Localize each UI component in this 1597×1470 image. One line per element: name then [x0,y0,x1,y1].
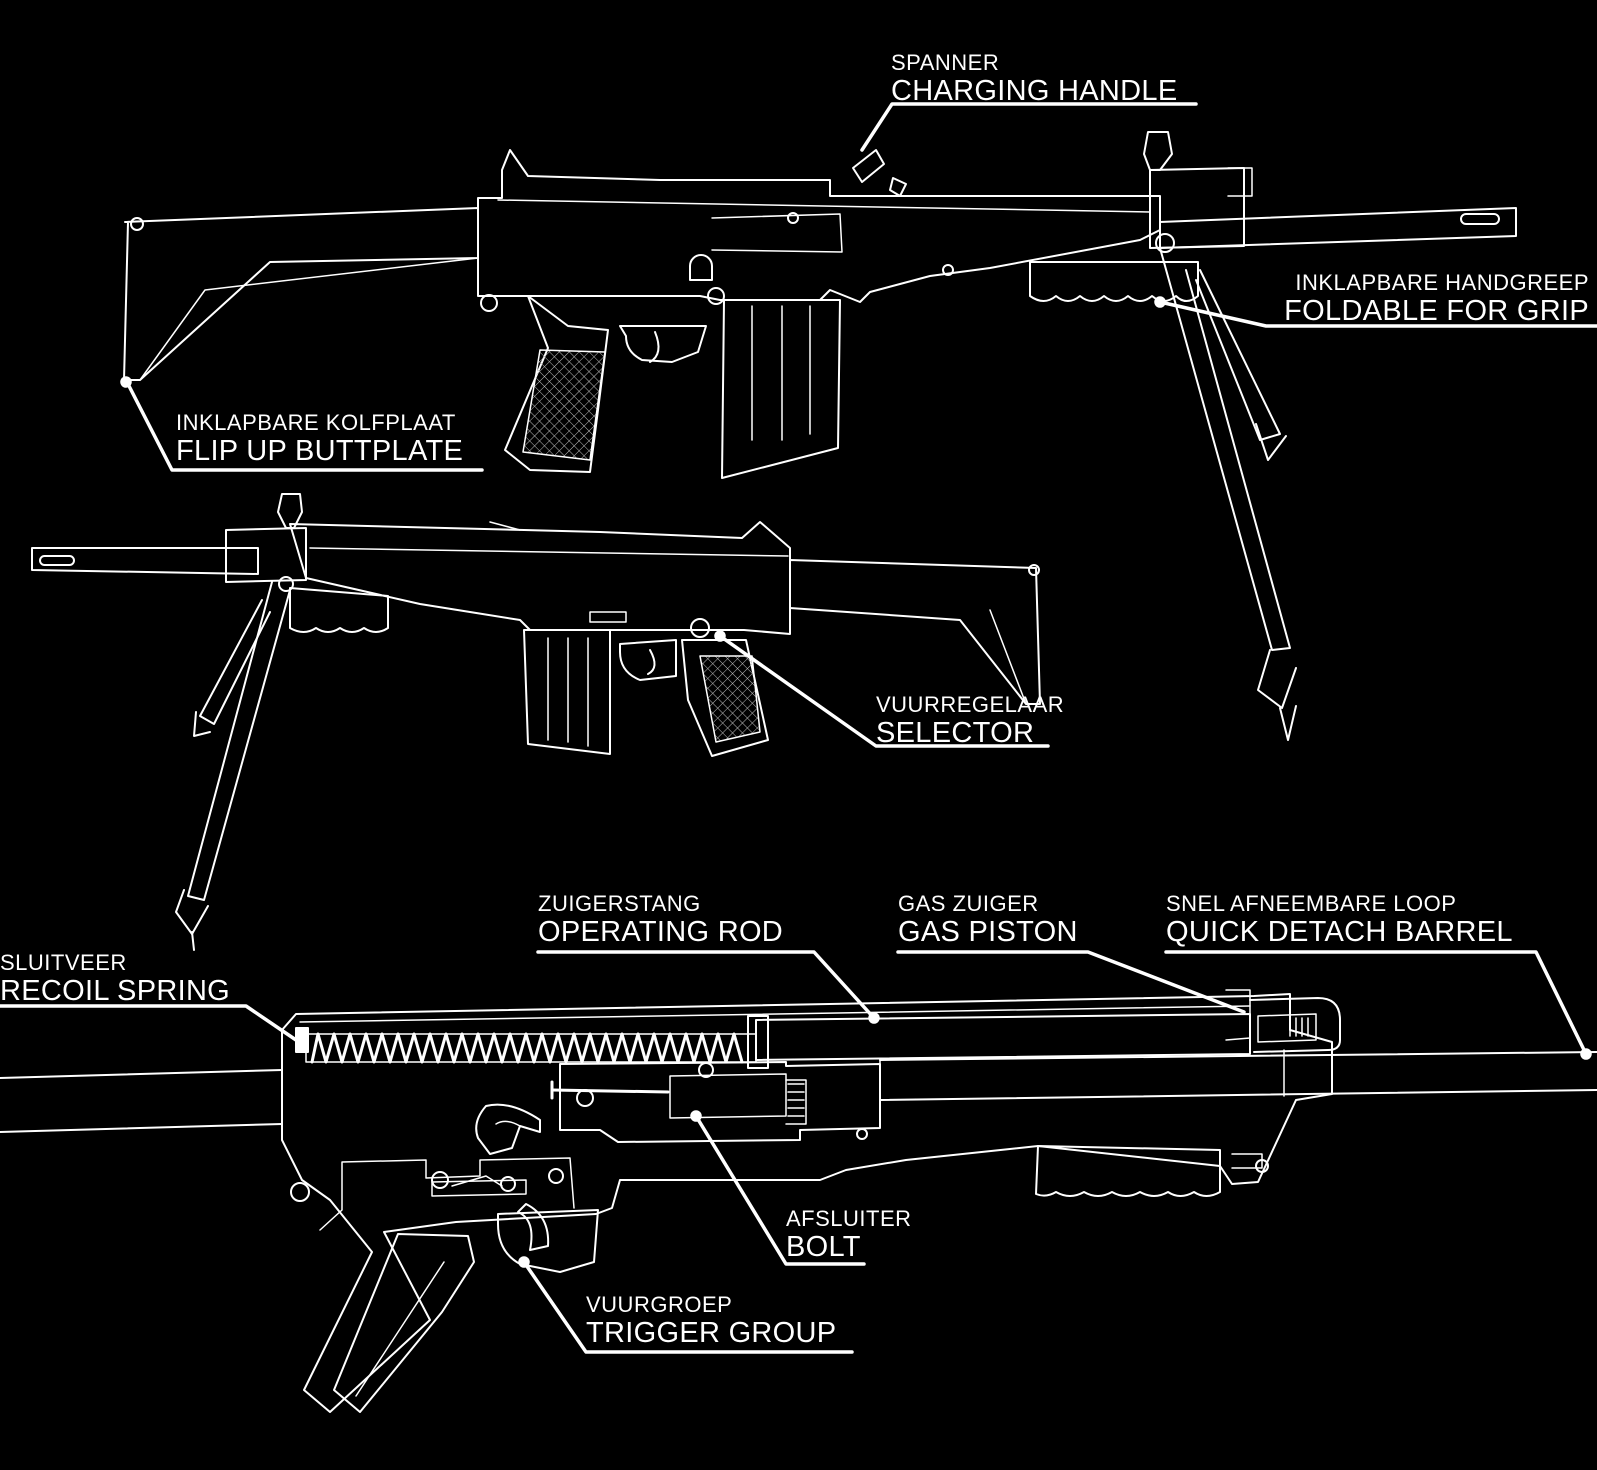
label-charging-handle-en: CHARGING HANDLE [891,75,1178,107]
label-quick-detach-barrel-en: QUICK DETACH BARREL [1166,916,1513,948]
label-charging-handle-nl: SPANNER [891,50,1000,75]
leader-selector [718,634,1050,748]
label-buttplate-nl: INKLAPBARE KOLFPLAAT [176,410,456,435]
cutaway-bolt-carrier [559,1061,881,1143]
rifle-middle-receiver [289,521,791,635]
rifle-top-foldable-grip [1029,261,1199,302]
leader-quick-detach-barrel [1164,950,1588,1056]
rifle-middle-bipod [175,576,294,951]
label-bolt-en: BOLT [786,1231,861,1263]
label-foldable-grip: INKLAPBARE HANDGREEP FOLDABLE FOR GRIP [1284,272,1589,326]
label-bolt: AFSLUITER BOLT [786,1208,912,1262]
leader-recoil-spring [0,1004,298,1042]
leader-gas-piston [896,950,1246,1014]
cutaway-recoil-spring [295,1027,757,1064]
label-bolt-nl: AFSLUITER [786,1206,912,1231]
label-foldable-grip-en: FOLDABLE FOR GRIP [1284,295,1589,327]
rifle-middle-barrel [31,547,259,575]
label-trigger-group-en: TRIGGER GROUP [586,1317,837,1349]
label-quick-detach-barrel: SNEL AFNEEMBARE LOOP QUICK DETACH BARREL [1166,893,1513,947]
cutaway-pistol-grip [333,1233,475,1413]
cutaway-gas-block [1249,997,1341,1053]
label-selector-nl: VUURREGELAAR [876,692,1065,717]
rifle-middle [31,493,1041,951]
rifle-middle-stock [789,559,1041,705]
leader-charging-handle [860,102,1198,152]
cutaway-operating-rod [755,1013,1251,1061]
label-operating-rod-nl: ZUIGERSTANG [538,891,701,916]
leader-bolt [694,1114,866,1266]
label-recoil-spring-en: RECOIL SPRING [0,975,231,1007]
label-trigger-group-nl: VUURGROEP [586,1292,733,1317]
rifle-top-stock [123,207,479,381]
rifle-top-receiver [477,149,1161,303]
leader-operating-rod [536,950,876,1020]
label-charging-handle: SPANNER CHARGING HANDLE [891,52,1178,106]
cutaway-barrel [879,1051,1597,1101]
rifle-middle-selector-switch [690,618,710,638]
rifle-middle-magazine [523,629,611,755]
label-recoil-spring-nl: SLUITVEER [0,950,127,975]
rifle-top [123,131,1517,741]
label-buttplate-en: FLIP UP BUTTPLATE [176,435,464,467]
cutaway-hammer [475,1103,541,1155]
rifle-top-barrel [1159,207,1517,249]
rifle-top-pistol-grip [504,295,609,473]
label-gas-piston-nl: GAS ZUIGER [898,891,1039,916]
label-gas-piston: GAS ZUIGER GAS PISTON [898,893,1078,947]
label-operating-rod-en: OPERATING ROD [538,916,784,948]
rifle-top-bipod [1155,233,1297,741]
rifle-cutaway [0,989,1597,1413]
label-recoil-spring: SLUITVEER RECOIL SPRING [0,952,230,1006]
label-buttplate: INKLAPBARE KOLFPLAAT FLIP UP BUTTPLATE [176,412,463,466]
rifle-middle-pistol-grip [681,639,769,757]
label-operating-rod: ZUIGERSTANG OPERATING ROD [538,893,783,947]
label-selector: VUURREGELAAR SELECTOR [876,694,1064,748]
label-gas-piston-en: GAS PISTON [898,916,1078,948]
leader-foldable-grip [1158,300,1597,328]
label-foldable-grip-nl: INKLAPBARE HANDGREEP [1295,270,1589,295]
cutaway-folded-grip [1035,1145,1221,1197]
leader-lines [0,102,1597,1354]
leader-buttplate [126,382,484,472]
leader-trigger-group [522,1260,854,1354]
label-quick-detach-barrel-nl: SNEL AFNEEMBARE LOOP [1166,891,1457,916]
label-trigger-group: VUURGROEP TRIGGER GROUP [586,1294,836,1348]
label-selector-en: SELECTOR [876,717,1035,749]
rifle-top-magazine [721,299,841,479]
